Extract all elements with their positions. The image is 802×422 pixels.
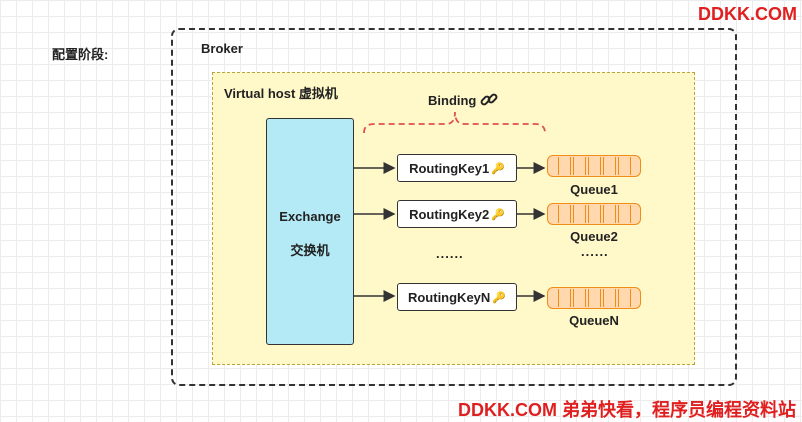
exchange-node (266, 118, 354, 345)
queue-n-label: QueueN (569, 313, 619, 328)
broker-label: Broker (201, 41, 243, 56)
virtual-host-label: Virtual host 虚拟机 (224, 86, 338, 101)
broker-container (171, 28, 737, 386)
queue-1 (547, 155, 641, 177)
routing-key-label: RoutingKey2 (409, 206, 490, 222)
stage-label: 配置阶段: (52, 47, 109, 62)
binding-label: Binding (428, 91, 498, 112)
routing-key-label: RoutingKey1 (409, 160, 490, 176)
routing-key-label: RoutingKeyN (407, 289, 491, 305)
binding-brace (363, 111, 546, 134)
queue-2 (547, 203, 641, 225)
watermark-top: DDKK.COM (698, 4, 797, 24)
key-icon: 🔑 (491, 162, 505, 175)
exchange-name-cn: 交换机 (290, 243, 330, 258)
routing-key-ellipsis: ...... (436, 246, 464, 261)
exchange-name: Exchange (279, 209, 341, 224)
queue-1-label: Queue1 (570, 182, 618, 197)
key-icon: 🔑 (491, 208, 505, 221)
routing-key-n: RoutingKeyN 🔑 (397, 283, 517, 311)
binding-text: Binding (428, 92, 477, 108)
watermark-bottom: DDKK.COM 弟弟快看，程序员编程资料站 (458, 400, 796, 420)
routing-key-1: RoutingKey1 🔑 (397, 154, 517, 182)
key-icon: 🔑 (492, 291, 507, 304)
queue-ellipsis: ...... (581, 244, 609, 259)
queue-2-label: Queue2 (570, 229, 618, 244)
link-icon (480, 91, 498, 112)
routing-key-2: RoutingKey2 🔑 (397, 200, 517, 228)
queue-n (547, 287, 641, 309)
